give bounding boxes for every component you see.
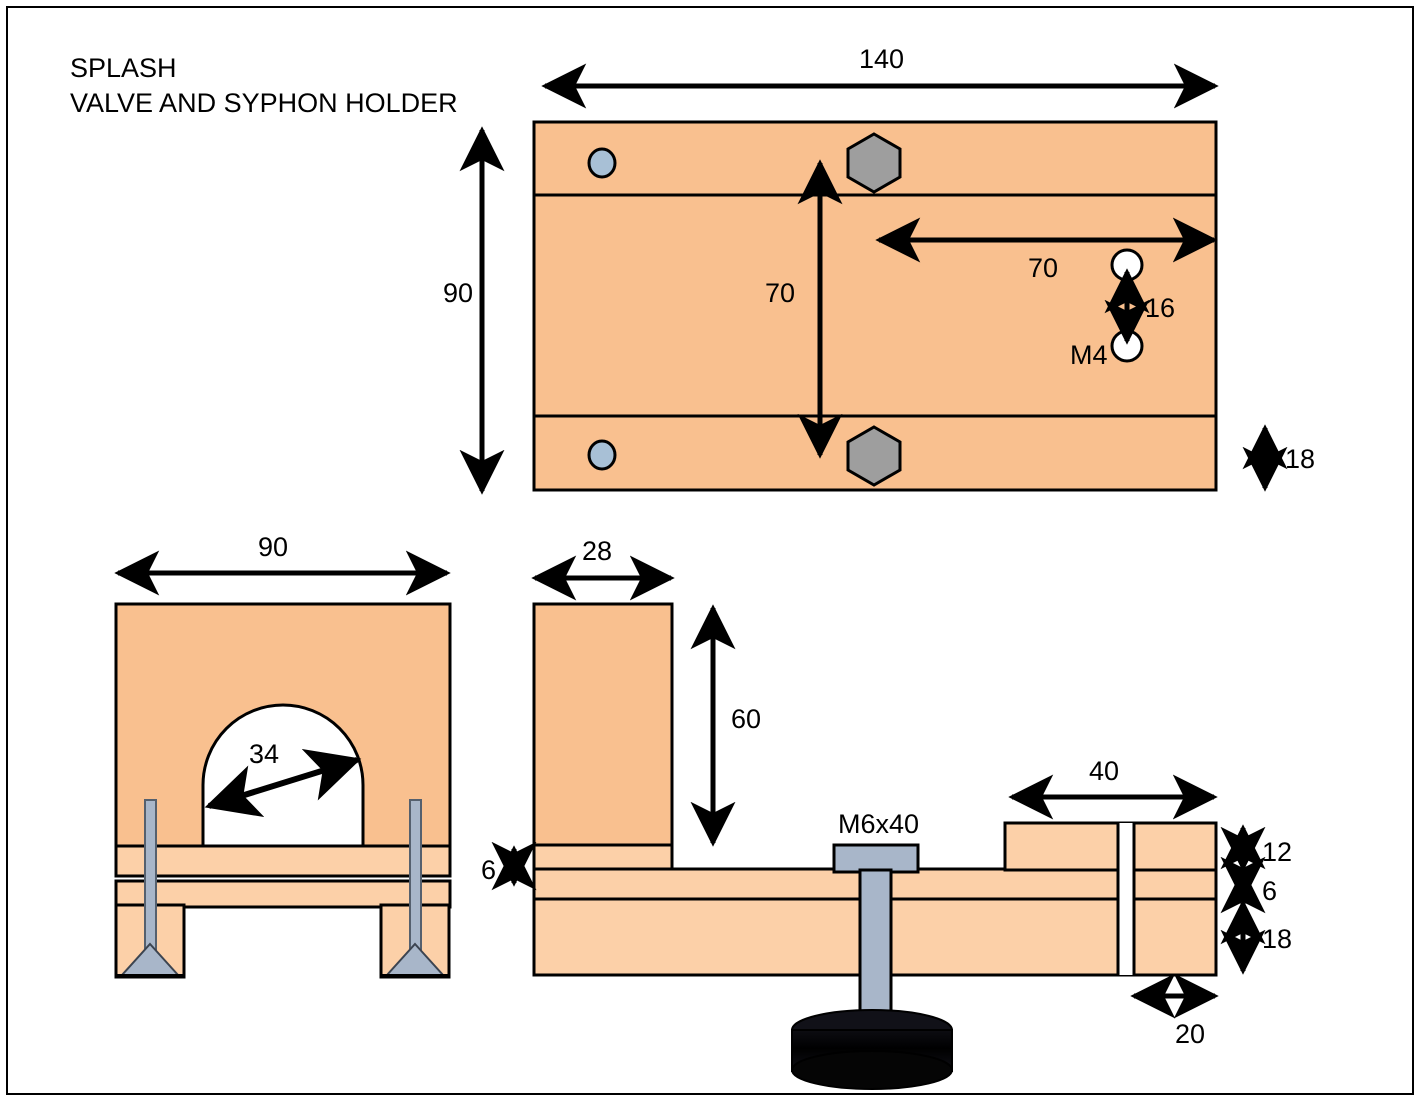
dim-label-60: 60: [731, 704, 761, 734]
dim-label-m6x40: M6x40: [838, 809, 919, 839]
dim-label-34: 34: [249, 739, 279, 769]
dim-label-90-front: 90: [258, 532, 288, 562]
dim-label-6-ledge: 6: [481, 855, 496, 885]
top-view-group: 140 90 70 70 16 M4 18: [443, 44, 1315, 495]
pilot-hole-top: [587, 147, 617, 179]
front-band-upper: [114, 844, 452, 878]
side-upright-ledge: [532, 843, 674, 871]
dim-label-20: 20: [1175, 1019, 1205, 1049]
bolt-head: [832, 843, 920, 874]
side-view-group: 28 60 6 M6x40: [481, 536, 1292, 1090]
dim-label-m4: M4: [1070, 340, 1108, 370]
dim-label-70-horizontal: 70: [1028, 253, 1058, 283]
page-border-frame: [6, 6, 1414, 1095]
side-right-slot: [1118, 823, 1134, 975]
dim-line-34: [204, 748, 362, 818]
dim-label-70-vertical: 70: [765, 278, 795, 308]
title-line-1: SPLASH: [70, 53, 177, 83]
dim-label-16: 16: [1145, 293, 1175, 323]
hex-nut-top: [846, 132, 902, 194]
screw-shaft-right: [409, 799, 422, 961]
dim-label-28: 28: [582, 536, 612, 566]
side-upright: [532, 602, 674, 847]
bolt-shaft: [858, 868, 893, 1027]
side-right-block-top: [1003, 821, 1218, 872]
front-view-group: 90 34: [114, 532, 452, 979]
foot-puck-bottom: [791, 1050, 953, 1090]
arch-cutout: [201, 703, 365, 854]
title-line-2: VALVE AND SYPHON HOLDER: [70, 88, 458, 118]
dim-label-12: 12: [1262, 837, 1292, 867]
dim-label-140: 140: [859, 44, 904, 74]
dim-label-18-top-view: 18: [1285, 444, 1315, 474]
screw-shaft-left: [144, 799, 157, 961]
dim-label-40: 40: [1089, 756, 1119, 786]
dim-label-6-mid: 6: [1262, 876, 1277, 906]
pilot-hole-bottom: [587, 439, 617, 471]
dim-label-18-side: 18: [1262, 924, 1292, 954]
dim-label-90-top: 90: [443, 278, 473, 308]
hex-nut-bottom: [846, 425, 902, 487]
front-band-lower: [114, 879, 452, 909]
